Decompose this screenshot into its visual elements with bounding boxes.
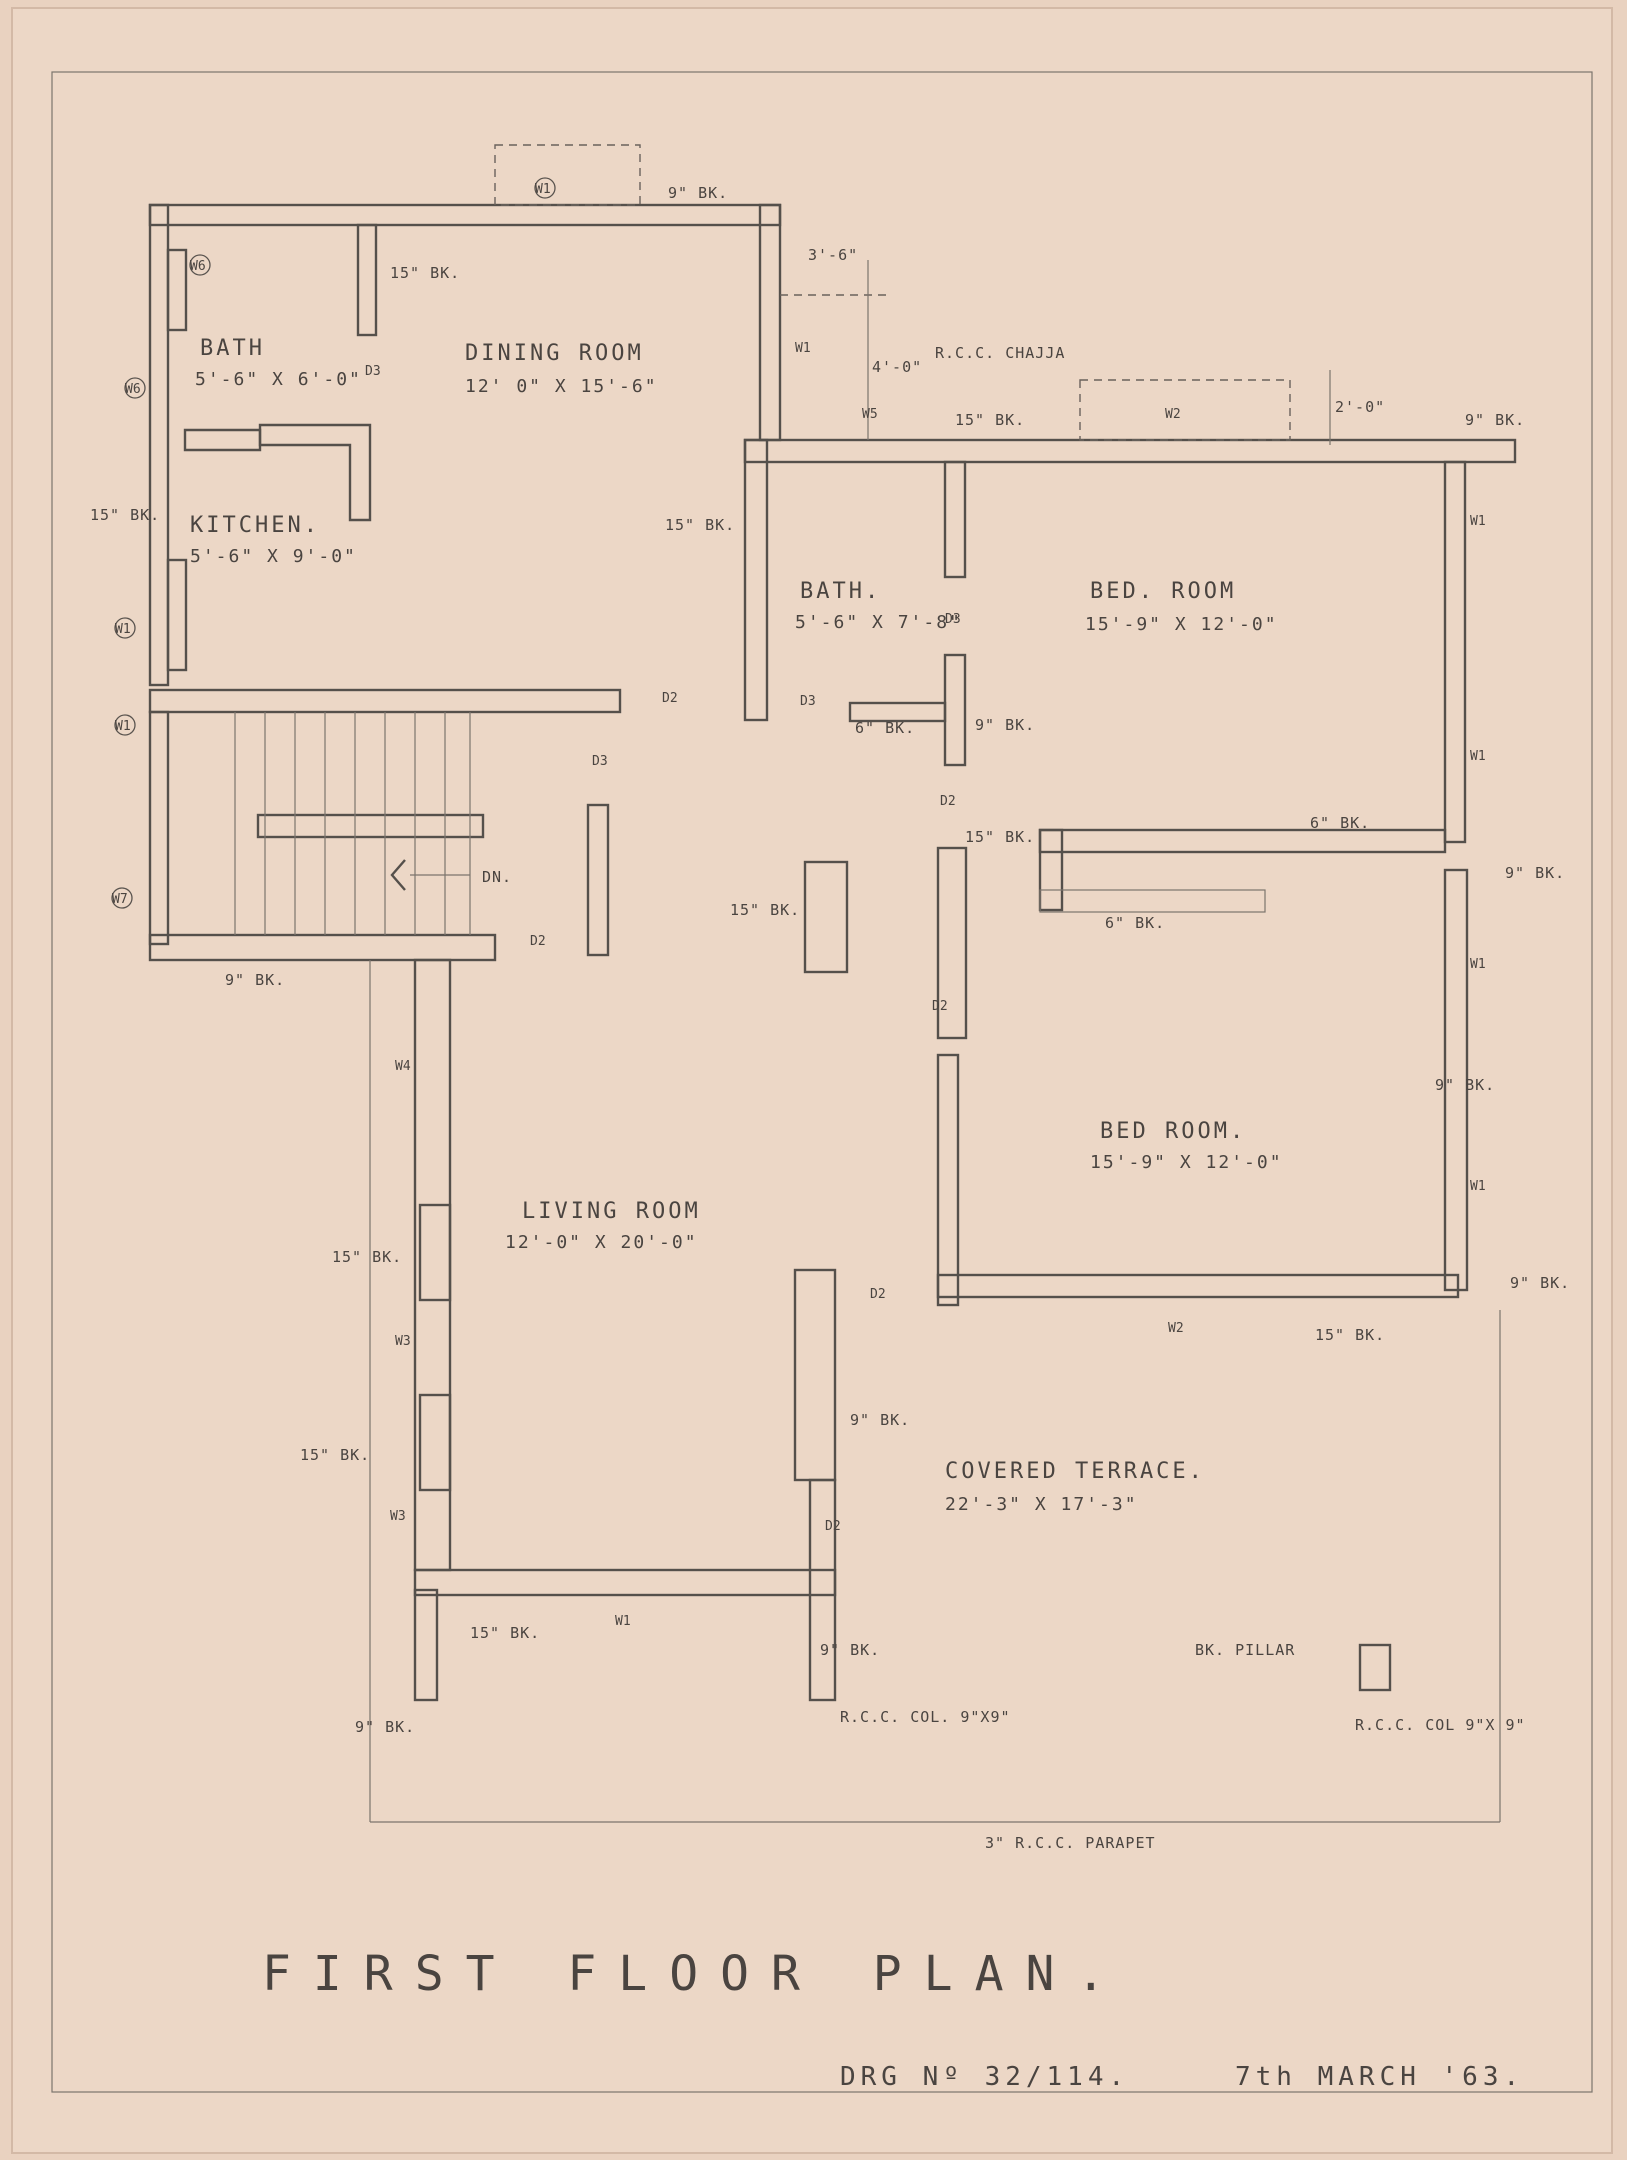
door-d2-living: D2 [825, 1519, 841, 1534]
note-9-bk-e: 9" BK. [1505, 864, 1565, 882]
terrace-size: 22'-3" X 17'-3" [945, 1494, 1138, 1515]
bay-projection [494, 144, 641, 206]
note-9-bk-bath: 9" BK. [975, 716, 1035, 734]
window-w3-b: W3 [390, 1509, 406, 1524]
note-15-bk-bath: 15" BK. [665, 516, 735, 534]
note-15-bk-kitchen: 15" BK. [90, 506, 160, 524]
parapet-note: 3" R.C.C. PARAPET [985, 1834, 1156, 1852]
window-w1-circle-3 [114, 714, 136, 736]
border-frame [51, 71, 1593, 2093]
dim-2-0: 2'-0" [1335, 398, 1385, 416]
window-w1-east-3: W1 [1470, 957, 1486, 972]
window-w1-circle [534, 177, 556, 199]
window-w6-circle-2 [124, 377, 146, 399]
bedroom-2-size: 15'-9" X 12'-0" [1090, 1152, 1283, 1173]
door-d2-stair: D2 [530, 934, 546, 949]
door-d3-stair: D3 [592, 754, 608, 769]
living-room-walls [369, 958, 1501, 1823]
drawing-number: DRG Nº 32/114. [840, 2062, 1129, 2092]
staircase [148, 710, 497, 962]
bedroom-1-label: BED. ROOM [1090, 579, 1236, 604]
bedroom-1-size: 15'-9" X 12'-0" [1085, 614, 1278, 635]
chajja-projection [1079, 379, 1291, 441]
window-w1-east-1: W1 [1470, 514, 1486, 529]
door-d3-bath: D3 [945, 612, 961, 627]
note-15-bk-bed2: 15" BK. [965, 828, 1035, 846]
window-w3-a: W3 [395, 1334, 411, 1349]
window-w7: W7 [112, 892, 128, 907]
window-w2-north: W2 [1165, 407, 1181, 422]
window-w1-circle-2 [114, 617, 136, 639]
living-room-label: LIVING ROOM [522, 1199, 701, 1224]
pier-1 [586, 803, 610, 957]
chajja-note: R.C.C. CHAJJA [935, 344, 1065, 362]
brick-pillar [1358, 1643, 1392, 1692]
bath-2-label: BATH. [800, 579, 881, 604]
bedroom-2-label: BED ROOM. [1100, 1119, 1246, 1144]
note-6-bk-3: 6" BK. [855, 719, 915, 737]
dim-4-0: 4'-0" [872, 358, 922, 376]
door-d2-bed1: D2 [940, 794, 956, 809]
window-w1-kitchen: W1 [115, 622, 131, 637]
kitchen-size: 5'-6" X 9'-0" [190, 546, 357, 567]
note-9-bk-col: 9" BK. [820, 1641, 880, 1659]
note-15-bk-north: 15" BK. [955, 411, 1025, 429]
note-15-bk-living-3: 15" BK. [470, 1624, 540, 1642]
door-d2-hall: D2 [662, 691, 678, 706]
drawing-date: 7th MARCH '63. [1235, 2062, 1524, 2092]
note-6-bk-2: 6" BK. [1105, 914, 1165, 932]
bath-1-label: BATH [200, 336, 265, 361]
note-15-bk-living-1: 15" BK. [332, 1248, 402, 1266]
paper-sheet [11, 7, 1613, 2154]
col-note-a: R.C.C. COL. 9"X9" [840, 1708, 1011, 1726]
dining-room-label: DINING ROOM [465, 341, 644, 366]
kitchen-label: KITCHEN. [190, 513, 320, 538]
col-note-b: R.C.C. COL 9"X 9" [1355, 1716, 1526, 1734]
door-d2-terrace: D2 [870, 1287, 886, 1302]
window-w4: W4 [395, 1059, 411, 1074]
window-w1-bath: W1 [795, 341, 811, 356]
note-15-bk-bed2-south: 15" BK. [1315, 1326, 1385, 1344]
door-d2-bed2: D2 [932, 999, 948, 1014]
note-15-bk-dining: 15" BK. [390, 264, 460, 282]
window-w5: W5 [862, 407, 878, 422]
note-9-bk-top: 9" BK. [668, 184, 728, 202]
bath-1-size: 5'-6" X 6'-0" [195, 369, 362, 390]
note-9-bk-stair: 9" BK. [225, 971, 285, 989]
dim-3-6: 3'-6" [808, 246, 858, 264]
terrace-label: COVERED TERRACE. [945, 1459, 1205, 1484]
window-w6-b: W6 [125, 382, 141, 397]
window-w1-east-4: W1 [1470, 1179, 1486, 1194]
bath-2-size: 5'-6" X 7'-8" [795, 612, 962, 633]
note-15-bk-pier: 15" BK. [730, 901, 800, 919]
dn-note: DN. [482, 868, 512, 886]
dining-room-size: 12' 0" X 15'-6" [465, 376, 658, 397]
drawing-title: FIRST FLOOR PLAN. [262, 1946, 1127, 2002]
window-w7-circle [111, 887, 133, 909]
note-6-bk: 6" BK. [1310, 814, 1370, 832]
window-w2-south: W2 [1168, 1321, 1184, 1336]
note-9-bk-bed2: 9" BK. [1435, 1076, 1495, 1094]
window-w1-stair: W1 [115, 719, 131, 734]
north-west-block-walls [148, 203, 782, 714]
bk-pillar-note: BK. PILLAR [1195, 1641, 1295, 1659]
window-w1-living: W1 [615, 1614, 631, 1629]
east-block-walls [743, 438, 1517, 1307]
note-9-bk-se: 9" BK. [1510, 1274, 1570, 1292]
door-d3-dining: D3 [365, 364, 381, 379]
note-15-bk-living-2: 15" BK. [300, 1446, 370, 1464]
note-9-bk-terrace: 9" BK. [850, 1411, 910, 1429]
window-w1-top: W1 [535, 182, 551, 197]
pier-2 [803, 860, 849, 974]
door-d3-bath-2: D3 [800, 694, 816, 709]
window-w6-a: W6 [190, 259, 206, 274]
window-w1-east-2: W1 [1470, 749, 1486, 764]
note-9-bk-sw: 9" BK. [355, 1718, 415, 1736]
living-room-size: 12'-0" X 20'-0" [505, 1232, 698, 1253]
window-w6-circle [189, 254, 211, 276]
note-9-bk-ne: 9" BK. [1465, 411, 1525, 429]
